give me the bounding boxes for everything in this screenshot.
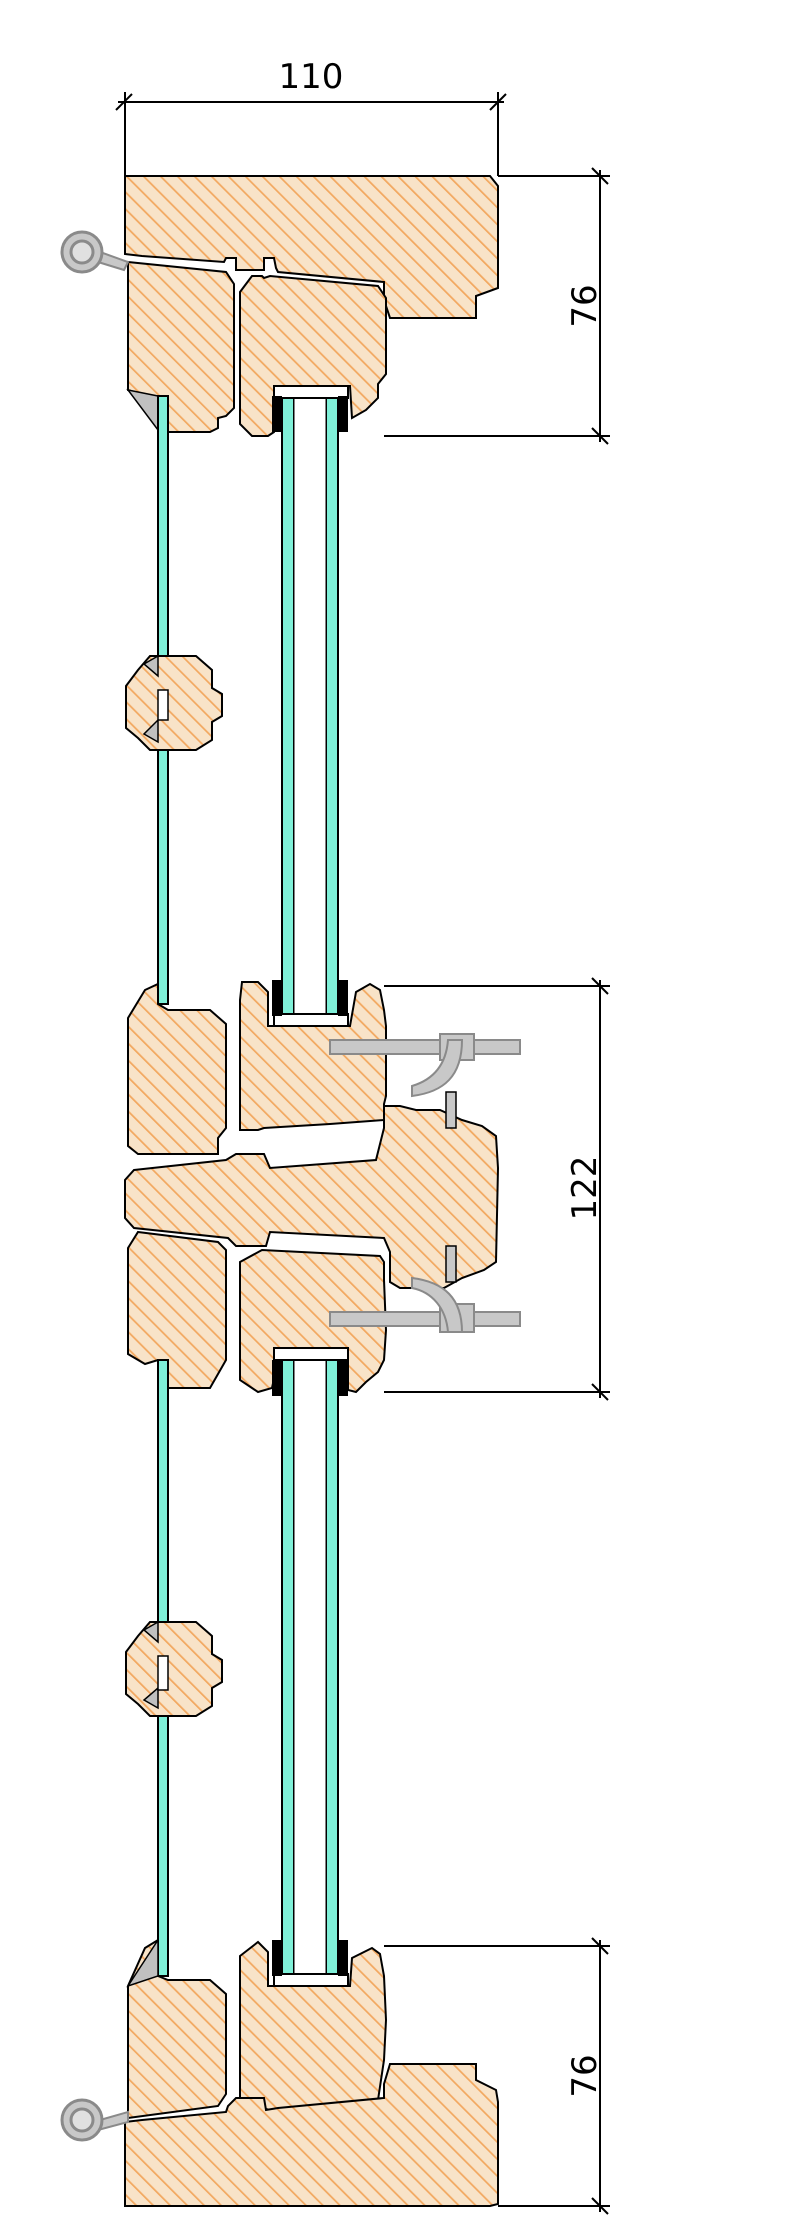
top-glazing (157, 385, 349, 1027)
mid-upper-sash-left (127, 982, 227, 1155)
top-hinge-icon (60, 230, 130, 274)
mid-upper-sash-right (239, 981, 387, 1131)
bottom-glazing (157, 1347, 349, 1987)
dimension-top-height (384, 167, 610, 445)
single-glass-lower (157, 1359, 169, 1641)
dimension-width-label: 110 (279, 57, 344, 97)
upper-espagnolette-icon (329, 1033, 521, 1129)
seal-mid2-right (338, 1360, 348, 1396)
dimension-top-height-label: 76 (565, 284, 605, 327)
double-glass-pane-right-lower (325, 1359, 339, 1977)
dimension-bottom-height-label: 76 (565, 2054, 605, 2097)
single-glass-lower-2 (157, 1693, 169, 1977)
top-glazing-bar (125, 654, 223, 751)
bottom-frame-profile (124, 2063, 499, 2207)
glass-cavity-lower (293, 1359, 327, 1977)
spacer-mid-top (273, 1013, 349, 1027)
bottom-bead (126, 1937, 159, 1988)
bottom-glazing-bar (125, 1620, 223, 1717)
double-glass-pane-right (325, 395, 339, 1017)
spacer-bottom (273, 1973, 349, 1987)
bottom-hinge-icon (60, 2098, 129, 2142)
spacer-mid-bottom (273, 1347, 349, 1361)
top-bead (126, 388, 159, 433)
double-glass-pane-left (281, 395, 295, 1017)
bottom-frame-group (60, 1937, 499, 2207)
glass-cavity (293, 395, 327, 1017)
dimension-width (115, 92, 507, 176)
top-frame-profile (124, 175, 499, 319)
seal-mid2-left (272, 1360, 282, 1396)
central-mullion (124, 1105, 500, 1289)
seal-top-right (338, 396, 348, 432)
dimension-middle-height (384, 977, 610, 1401)
double-glass-pane-left-lower (281, 1359, 295, 1977)
seal-bottom-left (272, 1940, 282, 1976)
seal-mid-left (272, 980, 282, 1016)
dimension-bottom-height (384, 1937, 610, 2215)
seal-mid-right (338, 980, 348, 1016)
spacer-top (273, 385, 349, 399)
mid-lower-sash-left (127, 1230, 227, 1389)
seal-top-left (272, 396, 282, 432)
single-glass-upper (157, 395, 169, 677)
lower-espagnolette-icon (329, 1245, 521, 1333)
single-glass-upper-2 (157, 719, 169, 1005)
dimension-middle-height-label: 122 (565, 1156, 605, 1221)
middle-rails-group (124, 981, 521, 1394)
seal-bottom-right (338, 1940, 348, 1976)
